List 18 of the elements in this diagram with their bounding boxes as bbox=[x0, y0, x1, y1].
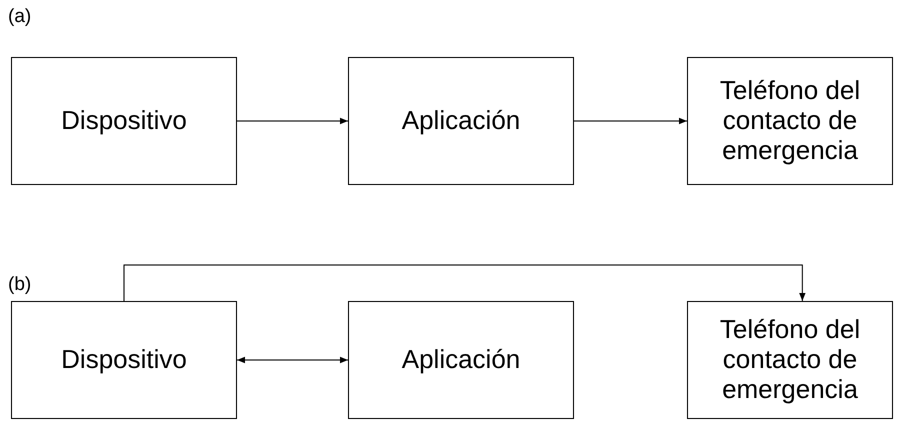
panel-label: (b) bbox=[8, 274, 32, 296]
box-label: Aplicación bbox=[402, 106, 520, 136]
panel-label: (a) bbox=[8, 6, 32, 28]
process-box bbox=[348, 301, 574, 419]
process-box bbox=[11, 57, 237, 185]
box-label: Dispositivo bbox=[61, 345, 187, 375]
box-label: Teléfono del contacto de emergencia bbox=[718, 76, 862, 166]
box-label: Aplicación bbox=[402, 345, 520, 375]
arrow bbox=[236, 118, 348, 124]
arrow bbox=[236, 356, 348, 364]
box-label: Teléfono del contacto de emergencia bbox=[718, 315, 862, 405]
process-box bbox=[687, 301, 893, 419]
arrow bbox=[124, 264, 806, 302]
arrow bbox=[574, 118, 688, 124]
process-box bbox=[687, 57, 893, 185]
process-box bbox=[348, 57, 574, 185]
box-label: Dispositivo bbox=[61, 106, 187, 136]
process-box bbox=[11, 301, 237, 419]
